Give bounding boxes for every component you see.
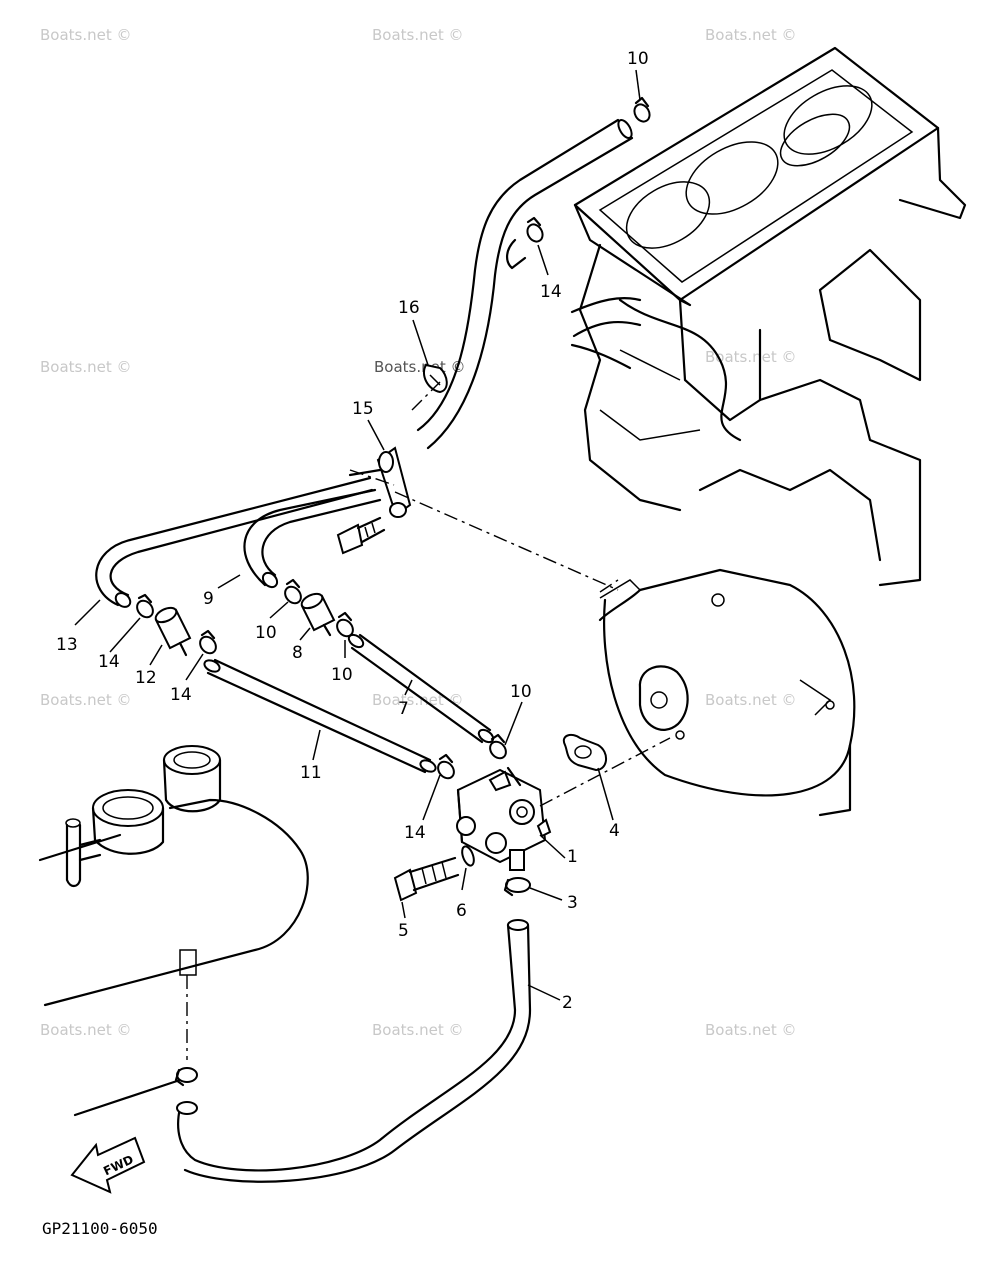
callout-13: 13: [56, 635, 78, 655]
leader-lines: [74, 69, 641, 1001]
watermark: Boats.net ©: [705, 691, 797, 709]
callout-2: 2: [562, 993, 573, 1013]
callout-9: 9: [203, 589, 214, 609]
fwd-arrow-icon: FWD: [70, 1136, 146, 1194]
drawing-code: GP21100-6050: [42, 1219, 158, 1238]
watermark: Boats.net ©: [40, 691, 132, 709]
filters: [154, 592, 336, 657]
hoses: [95, 118, 634, 1183]
watermarks: Boats.net © Boats.net © Boats.net © Boat…: [40, 26, 797, 1039]
clamps: [136, 96, 651, 1087]
watermark-dark: Boats.net ©: [374, 358, 466, 376]
callout-10: 10: [510, 682, 532, 702]
callout-12: 12: [135, 668, 157, 688]
callout-15: 15: [352, 399, 374, 419]
callout-14: 14: [540, 282, 562, 302]
callout-6: 6: [456, 901, 467, 921]
watermark: Boats.net ©: [40, 358, 132, 376]
callout-numbers: 10 14 16 15 9 13 14 12 14 10 8 10 7 11 1…: [56, 49, 649, 1013]
oil-tank: [38, 745, 309, 1117]
callout-10: 10: [255, 623, 277, 643]
watermark: Boats.net ©: [372, 691, 464, 709]
watermark: Boats.net ©: [705, 26, 797, 44]
watermark: Boats.net ©: [40, 1021, 132, 1039]
callout-8: 8: [292, 643, 303, 663]
bracket-and-clip: [336, 363, 448, 555]
oil-pump: [393, 733, 607, 902]
watermark: Boats.net ©: [372, 26, 464, 44]
callout-10: 10: [331, 665, 353, 685]
callout-10: 10: [627, 49, 649, 69]
watermark: Boats.net ©: [40, 26, 132, 44]
callout-14: 14: [170, 685, 192, 705]
callout-5: 5: [398, 921, 409, 941]
engine-block: [570, 46, 967, 817]
callout-3: 3: [567, 893, 578, 913]
watermark: Boats.net ©: [705, 1021, 797, 1039]
callout-1: 1: [567, 847, 578, 867]
callout-16: 16: [398, 298, 420, 318]
callout-11: 11: [300, 763, 322, 783]
callout-4: 4: [609, 821, 620, 841]
assembly-lines: [349, 381, 671, 807]
callout-14: 14: [98, 652, 120, 672]
watermark: Boats.net ©: [372, 1021, 464, 1039]
callout-7: 7: [398, 699, 409, 719]
callout-14: 14: [404, 823, 426, 843]
watermark: Boats.net ©: [705, 348, 797, 366]
